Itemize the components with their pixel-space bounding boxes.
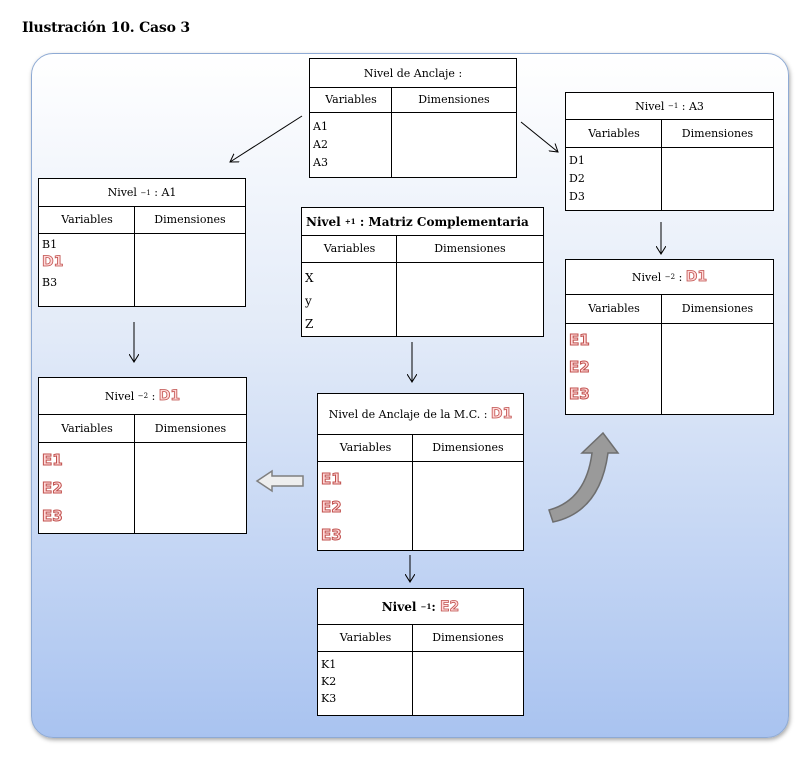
list-item: E3 xyxy=(321,526,343,545)
list-item: B1 xyxy=(42,238,58,251)
list-item: K2 xyxy=(321,675,337,688)
list-item: E2 xyxy=(42,479,64,498)
table-title: Nivel −2 : D1 xyxy=(566,260,773,295)
table-title: Nivel −1 : A1 xyxy=(39,179,245,207)
variables-list: E1 E2 E3 xyxy=(42,446,64,530)
variables-list: B1 D1 B3 xyxy=(42,238,64,292)
variables-list: A1 A2 A3 xyxy=(313,118,328,172)
list-item: E2 xyxy=(321,498,343,517)
table-title: Nivel −1: E2 xyxy=(318,589,523,625)
table-nivel-d1-right: Nivel −2 : D1 Variables Dimensiones E1 E… xyxy=(565,259,774,415)
list-item: A1 xyxy=(313,120,328,133)
col-variables: Variables xyxy=(339,441,392,454)
table-title: Nivel −1 : A3 xyxy=(566,93,773,120)
list-item: E2 xyxy=(569,358,591,377)
table-nivel-anclaje: Nivel de Anclaje : Variables Dimensiones… xyxy=(309,58,517,178)
table-nivel-d1-left: Nivel −2 : D1 Variables Dimensiones E1 E… xyxy=(38,377,247,534)
list-item: D1 xyxy=(569,154,585,167)
table-header: Variables Dimensiones xyxy=(318,434,523,462)
list-item-highlight: D1 xyxy=(42,254,64,271)
table-header: Variables Dimensiones xyxy=(39,414,246,443)
list-item: B3 xyxy=(42,276,58,289)
list-item: y xyxy=(305,294,312,308)
table-title: Nivel −2 : D1 xyxy=(39,378,246,415)
col-dimensiones: Dimensiones xyxy=(432,441,504,454)
table-header: Variables Dimensiones xyxy=(39,206,245,234)
list-item: A3 xyxy=(313,156,328,169)
figure-caption: Ilustración 10. Caso 3 xyxy=(22,20,190,36)
table-anclaje-mc: Nivel de Anclaje de la M.C. : D1 Variabl… xyxy=(317,393,524,551)
variables-list: X y Z xyxy=(305,267,314,336)
table-header: Variables Dimensiones xyxy=(566,119,773,148)
col-variables: Variables xyxy=(339,631,392,644)
list-item: K1 xyxy=(321,658,337,671)
list-item: E3 xyxy=(42,507,64,526)
list-item: D2 xyxy=(569,172,585,185)
list-item: A2 xyxy=(313,138,328,151)
table-title: Nivel de Anclaje de la M.C. : D1 xyxy=(318,394,523,435)
table-header: Variables Dimensiones xyxy=(310,87,516,113)
col-variables: Variables xyxy=(61,213,113,226)
table-header: Variables Dimensiones xyxy=(302,235,543,263)
col-dimensiones: Dimensiones xyxy=(418,93,490,106)
col-dimensiones: Dimensiones xyxy=(434,242,506,255)
table-header: Variables Dimensiones xyxy=(566,294,773,324)
list-item: D3 xyxy=(569,190,585,203)
table-title: Nivel +1 : Matriz Complementaria xyxy=(302,208,543,236)
table-header: Variables Dimensiones xyxy=(318,624,523,652)
table-matriz-complementaria: Nivel +1 : Matriz Complementaria Variabl… xyxy=(301,207,544,337)
curved-block-arrow xyxy=(548,431,620,523)
list-item: K3 xyxy=(321,692,337,705)
block-arrow-left xyxy=(255,469,304,493)
col-variables: Variables xyxy=(323,242,376,255)
table-nivel-a1: Nivel −1 : A1 Variables Dimensiones B1 D… xyxy=(38,178,246,307)
table-title: Nivel de Anclaje : xyxy=(310,59,516,88)
variables-list: E1 E2 E3 xyxy=(569,327,591,408)
arrow-anclaje-to-a1 xyxy=(230,115,303,162)
col-variables: Variables xyxy=(325,93,377,106)
col-variables: Variables xyxy=(61,421,113,435)
list-item: E3 xyxy=(569,385,591,404)
col-dimensiones: Dimensiones xyxy=(154,213,226,226)
variables-list: E1 E2 E3 xyxy=(321,465,343,549)
list-item: X xyxy=(305,271,314,285)
variables-list: D1 D2 D3 xyxy=(569,152,585,206)
col-dimensiones: Dimensiones xyxy=(681,302,754,315)
list-item: E1 xyxy=(321,470,343,489)
col-dimensiones: Dimensiones xyxy=(432,631,504,644)
col-variables: Variables xyxy=(588,302,640,315)
col-variables: Variables xyxy=(588,126,640,140)
table-nivel-e2: Nivel −1: E2 Variables Dimensiones K1 K2… xyxy=(317,588,524,716)
list-item: E1 xyxy=(569,331,591,350)
list-item: E1 xyxy=(42,451,64,470)
col-dimensiones: Dimensiones xyxy=(154,421,227,435)
list-item: Z xyxy=(305,317,314,331)
table-nivel-a3: Nivel −1 : A3 Variables Dimensiones D1 D… xyxy=(565,92,774,211)
col-dimensiones: Dimensiones xyxy=(681,126,754,140)
arrow-anclaje-to-a3 xyxy=(520,121,558,152)
variables-list: K1 K2 K3 xyxy=(321,656,336,707)
